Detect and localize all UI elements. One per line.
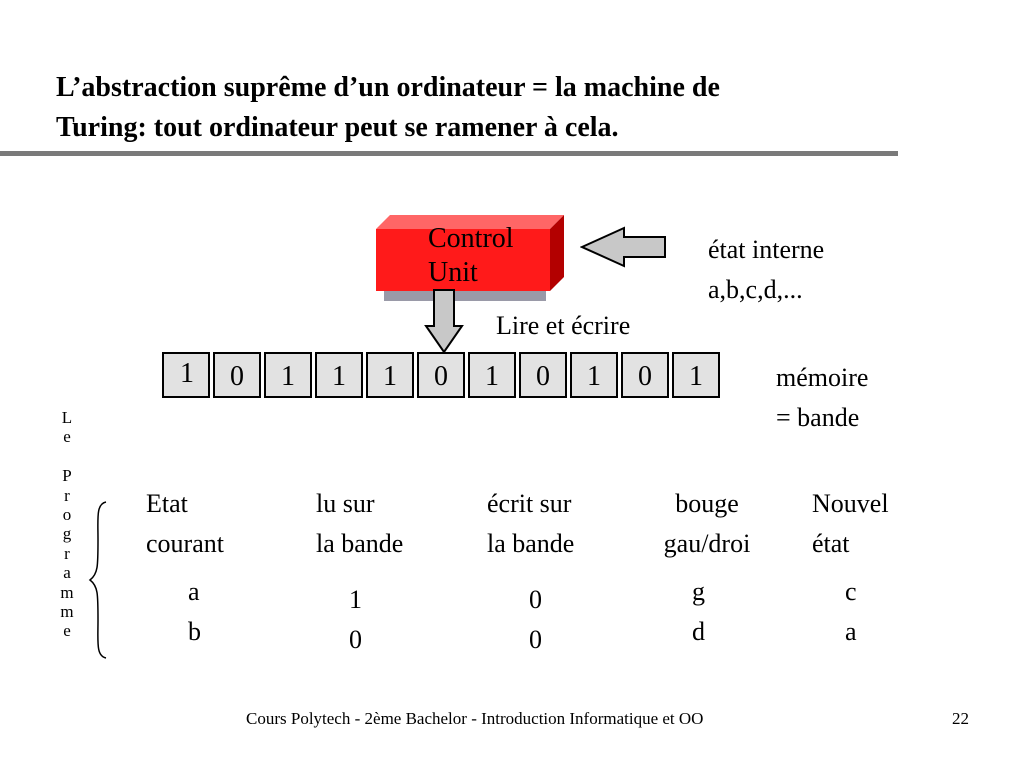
header-move: bouge gau/droi (650, 484, 764, 564)
down-arrow-icon (424, 289, 464, 354)
control-unit-label-line-1: Control (428, 223, 514, 254)
program-letter: m (60, 601, 74, 621)
header-line-1: Nouvel (812, 489, 889, 518)
header-write: écrit sur la bande (487, 484, 574, 564)
program-letter: a (63, 563, 71, 583)
table-cell: 0 (529, 625, 542, 654)
program-letter: r (64, 543, 70, 563)
column-new-state: c a (845, 572, 857, 652)
column-current-state: a b (188, 572, 201, 652)
header-line-1: bouge (675, 489, 739, 518)
table-cell: 0 (349, 625, 362, 654)
control-unit-front (376, 229, 550, 291)
table-cell: d (692, 617, 705, 646)
curly-brace-icon (88, 501, 107, 659)
tape-cell: 1 (468, 352, 516, 398)
control-unit-label-line-2: Unit (428, 257, 478, 288)
tape-cell: 1 (570, 352, 618, 398)
program-letter: o (62, 504, 72, 524)
column-read: 1 0 (349, 580, 362, 660)
tape-cell: 1 (366, 352, 414, 398)
read-write-label: Lire et écrire (496, 311, 631, 340)
table-cell: b (188, 617, 201, 646)
header-line-2: état (812, 529, 850, 558)
tape-cell: 1 (264, 352, 312, 398)
header-line-2: la bande (316, 529, 404, 558)
header-line-2: la bande (487, 529, 575, 558)
table-cell: a (188, 577, 200, 606)
page-number: 22 (952, 709, 969, 728)
header-current-state: Etat courant (146, 484, 224, 564)
table-cell: g (692, 577, 705, 606)
control-unit-label: Control Unit (428, 222, 548, 290)
tape-cell: 1 (315, 352, 363, 398)
program-letter: e (63, 427, 71, 447)
memory-label-line-2: = bande (776, 403, 860, 432)
header-new-state: Nouvel état (812, 484, 889, 564)
title-divider (0, 151, 898, 156)
state-label-line-1: état interne (708, 235, 825, 264)
program-letter: e (63, 621, 71, 641)
slide-title: L’abstraction suprême d’un ordinateur = … (56, 68, 936, 148)
title-line-1: L’abstraction suprême d’un ordinateur = … (56, 72, 720, 103)
header-line-1: lu sur (316, 489, 375, 518)
tape-cell: 0 (213, 352, 261, 398)
program-letter (60, 447, 74, 466)
table-cell: 1 (349, 585, 362, 614)
program-letter: r (64, 485, 70, 505)
tape-cell: 1 (162, 352, 210, 398)
memory-label: mémoire = bande (776, 358, 868, 438)
footer-text: Cours Polytech - 2ème Bachelor - Introdu… (246, 709, 704, 728)
tape-cell: 0 (417, 352, 465, 398)
title-line-2: Turing: tout ordinateur peut se ramener … (56, 112, 619, 143)
table-cell: 0 (529, 585, 542, 614)
state-label-line-2: a,b,c,d,... (708, 275, 803, 304)
control-unit-top (376, 215, 564, 229)
left-arrow-icon (580, 226, 666, 268)
column-move: g d (692, 572, 705, 652)
column-write: 0 0 (529, 580, 542, 660)
state-label: état interne a,b,c,d,... (708, 230, 824, 310)
control-unit-box (376, 215, 564, 301)
control-unit-side (550, 215, 564, 291)
header-line-2: gau/droi (663, 529, 751, 558)
table-cell: a (845, 617, 857, 646)
tape-cell: 0 (621, 352, 669, 398)
header-line-1: écrit sur (487, 489, 572, 518)
header-line-1: Etat (146, 489, 188, 518)
header-line-2: courant (146, 529, 224, 558)
memory-tape: 1 0 1 1 1 0 1 0 1 0 1 (162, 352, 723, 398)
table-cell: c (845, 577, 857, 606)
program-letter: L (61, 408, 73, 427)
program-vertical-label: L e P r o g r a m m e (60, 408, 74, 641)
tape-cell: 0 (519, 352, 567, 398)
header-read: lu sur la bande (316, 484, 403, 564)
tape-cell: 1 (672, 352, 720, 398)
memory-label-line-1: mémoire (776, 363, 869, 392)
program-letter: P (62, 466, 72, 486)
program-letter: m (60, 582, 74, 602)
program-letter: g (62, 524, 72, 544)
